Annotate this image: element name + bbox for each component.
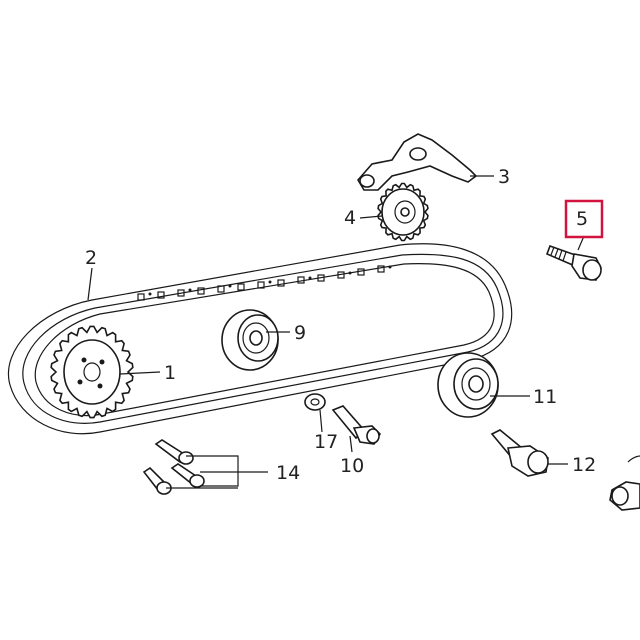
callout-3[interactable]: 3 (498, 166, 510, 188)
callout-9[interactable]: 9 (294, 322, 306, 344)
callout-17[interactable]: 17 (314, 431, 338, 453)
tensioner-bracket-icon[interactable] (357, 133, 478, 191)
plug-icon[interactable] (490, 429, 549, 477)
bolt-icon[interactable] (545, 244, 602, 281)
callout-10[interactable]: 10 (340, 455, 364, 477)
pin-set-icon[interactable] (142, 439, 205, 495)
washer-icon[interactable] (304, 393, 326, 411)
callout-11[interactable]: 11 (533, 386, 557, 408)
callout-5[interactable]: 5 (576, 208, 588, 230)
tensioner-sprocket-icon[interactable] (377, 182, 429, 242)
callout-2[interactable]: 2 (85, 247, 97, 269)
callout-1[interactable]: 1 (164, 362, 176, 384)
pin-icon[interactable] (331, 405, 382, 445)
timing-chain-icon[interactable] (7, 243, 513, 435)
crankshaft-sprocket-icon[interactable] (50, 325, 134, 419)
callout-4[interactable]: 4 (344, 207, 356, 229)
idler-pulley-icon[interactable] (221, 309, 279, 371)
callout-12[interactable]: 12 (572, 454, 596, 476)
callout-14[interactable]: 14 (276, 462, 300, 484)
highlight-frame (564, 199, 604, 239)
guide-pulley-icon[interactable] (437, 352, 499, 418)
leader-lines (87, 175, 585, 489)
partial-part-icon (609, 455, 640, 511)
